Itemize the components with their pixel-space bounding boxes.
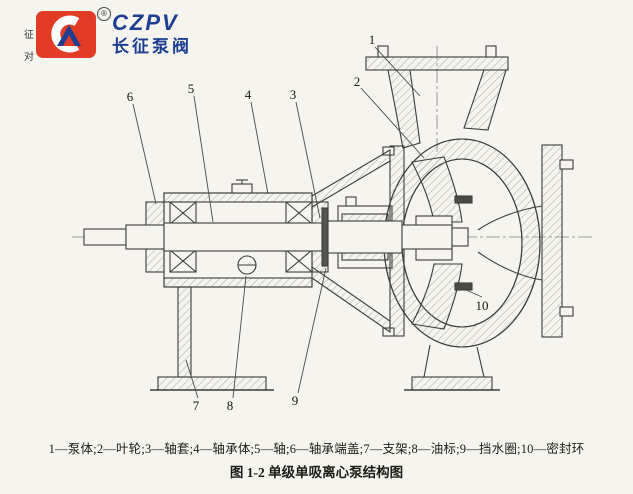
suction-flange [541,144,563,338]
volute-leg-left [423,344,431,378]
suction-passage-top [477,205,543,231]
callout-7: 7 [193,398,200,413]
bearing-housing-wall-bottom [163,277,313,288]
bearing-left [169,201,197,273]
parts-list-line: 1—泵体;2—叶轮;3—轴套;4—轴承体;5—轴;6—轴承端盖;7—支架;8—油… [48,442,585,456]
callout-3: 3 [290,87,297,102]
leader-5 [193,95,214,223]
logo-side-characters: 征 对 [24,26,34,63]
drawing: 1 2 3 4 5 6 7 8 9 10 [72,32,592,413]
callout-6: 6 [127,89,134,104]
callout-8: 8 [227,398,234,413]
czpv-logo-icon [36,11,96,58]
gland-bolt [345,196,357,207]
logo-brand-acronym: CZPV [112,10,179,35]
bearing-right [285,201,313,273]
leader-7 [185,359,199,399]
shaft [83,220,469,254]
shaft-sleeve [323,220,403,254]
figure-title: 图 1-2 单级单吸离心泵结构图 [229,465,404,480]
bearing-housing-wall-top [163,192,313,203]
logo-brand-name: 长征泵阀 [112,37,192,56]
registered-trademark-icon: ® [97,7,111,21]
discharge-flange [365,56,509,71]
logo-mark-wrap: ® [36,7,111,60]
logo-side-char-bottom: 对 [24,52,34,63]
support-bracket-plate [177,286,192,378]
leader-4 [250,101,269,195]
logo-side-char-top: 征 [24,30,34,41]
impeller-nut [451,227,469,247]
discharge-pipe-wall-left [387,69,421,149]
figure-caption: 1—泵体;2—叶轮;3—轴套;4—轴承体;5—轴;6—轴承端盖;7—支架;8—油… [0,438,633,481]
leader-3 [295,101,321,219]
logo-text: CZPV 长征泵阀 [112,10,192,56]
leader-lines [132,46,483,399]
impeller-shroud-bottom [411,263,463,330]
leader-10 [465,289,483,298]
suction-flange-bolt-top [559,159,574,170]
suction-flange-bolt-bottom [559,306,574,317]
leader-8 [232,275,247,399]
volute-foot [411,376,493,391]
discharge-flange-bolt-left [377,45,389,58]
support-foot [157,376,267,391]
sealing-ring-top [454,195,473,204]
suction-passage-bottom [477,251,543,281]
discharge-pipe-wall-right [463,69,507,131]
callout-1: 1 [369,32,376,47]
callout-4: 4 [245,87,252,102]
callout-9: 9 [292,393,299,408]
callout-numbers: 1 2 3 4 5 6 7 8 9 10 [127,32,489,413]
discharge-flange-bolt-right [485,45,497,58]
leader-1 [374,46,421,97]
impeller-shroud-top [411,156,463,223]
callout-5: 5 [188,81,195,96]
water-slinger-ring [321,207,329,267]
callout-10: 10 [476,298,489,313]
sealing-ring-bottom [454,282,473,291]
logo: 征 对 ® CZPV 长征泵阀 [24,7,192,63]
leader-9 [297,267,327,394]
volute-leg-right [476,346,485,378]
callout-2: 2 [354,74,361,89]
leader-2 [360,87,425,159]
oil-filler-plug [231,183,253,194]
leader-6 [132,103,157,205]
